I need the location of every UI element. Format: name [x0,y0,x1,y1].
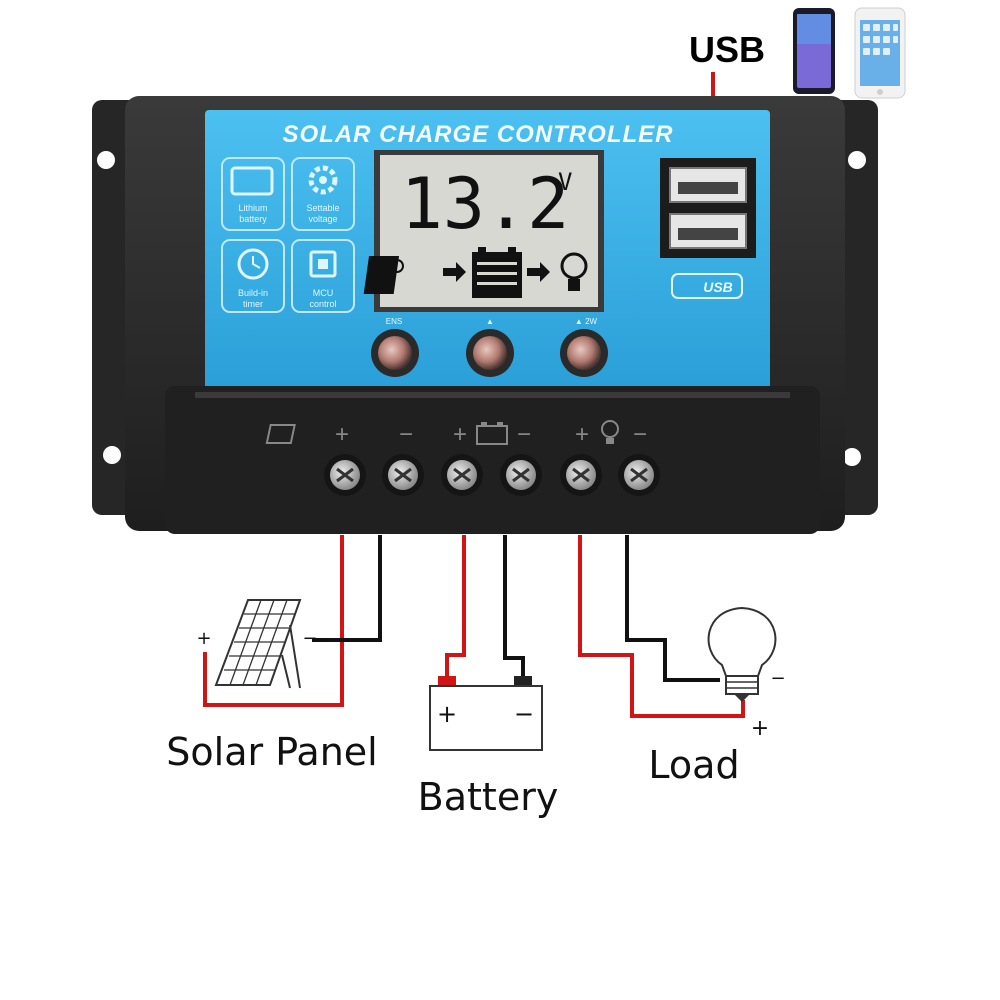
svg-text:−: − [399,421,413,448]
solar-negative-wire [312,535,382,642]
svg-text:+: + [335,421,349,448]
load-negative-screw [618,454,660,496]
load-label: Load [648,743,739,787]
lcd-voltage-unit: V [558,168,572,196]
terminal-block [165,386,820,534]
wires [203,535,745,718]
usb-badge: USB [671,273,743,299]
battery-minus-sign: − [514,700,534,728]
battery-terminal-icon [476,422,508,445]
mount-hole [97,151,115,169]
battery-negative-screw [500,454,542,496]
gear-icon [308,165,338,195]
terminal-labels: + − + − + − [265,420,647,448]
battery-plus-sign: + [437,700,457,728]
solar-plus-sign: + [196,628,211,649]
load-minus-sign: − [770,668,785,689]
load-plus-sign: + [751,716,769,741]
mount-hole [103,446,121,464]
chip-icon [309,250,337,278]
svg-text:timer: timer [243,299,263,309]
svg-text:USB: USB [703,279,733,295]
feature-badges: Lithium battery Settable voltage Build-i… [221,157,355,313]
mount-hole [843,448,861,466]
solar-negative-screw [382,454,424,496]
svg-text:battery: battery [239,214,267,224]
usb-label: USB [689,29,765,70]
load-positive-screw [560,454,602,496]
menu-button[interactable] [371,329,419,377]
battery-label: Battery [418,775,559,819]
clock-icon [237,248,269,280]
battery-icon [429,676,543,751]
mount-hole [848,151,866,169]
mcu-control-badge: MCU control [291,239,355,313]
svg-text:voltage: voltage [308,214,337,224]
battery-positive-screw [441,454,483,496]
button-label: ▲ [486,317,494,326]
built-in-timer-badge: Build-in timer [221,239,285,313]
battery-negative-wire [503,535,525,678]
lcd-voltage-value: 13.2 [401,163,570,245]
svg-text:+: + [575,421,589,448]
button-label: ENS [386,317,402,326]
svg-text:Settable: Settable [306,203,339,213]
svg-text:−: − [633,421,647,448]
svg-text:control: control [309,299,336,309]
load-positive-wire [578,535,745,718]
lcd-battery-icon [472,247,522,298]
light-bulb-icon [707,606,777,702]
lcd-arrow-icon [527,262,550,282]
lcd-display: 13.2 V [363,150,604,312]
settable-voltage-badge: Settable voltage [291,157,355,231]
solar-positive-wire [203,535,344,707]
iphone-icon [854,7,906,99]
button-label: ▲ 2W [575,317,598,326]
panel-title: SOLAR CHARGE CONTROLLER [283,121,674,148]
solar-panel-label: Solar Panel [166,730,377,774]
up-button[interactable] [466,329,514,377]
load-negative-wire [625,535,720,682]
down-button[interactable] [560,329,608,377]
usb-ports[interactable] [660,158,756,258]
svg-text:+: + [453,421,467,448]
solar-minus-sign: − [302,628,317,649]
lcd-solar-icon [363,256,404,294]
solar-terminal-icon [265,424,296,444]
lcd-arrow-icon [443,262,466,282]
load-terminal-icon [601,420,619,444]
terminal-screws[interactable] [324,454,660,496]
android-phone-icon [793,8,835,94]
lcd-bulb-icon [560,252,588,291]
battery-icon [230,166,274,196]
svg-text:Build-in: Build-in [238,288,268,298]
solar-panel-icon [214,599,302,689]
battery-positive-wire [445,535,466,678]
svg-text:Lithium: Lithium [238,203,267,213]
charge-controller: SOLAR CHARGE CONTROLLER Lithium battery … [92,96,878,534]
lithium-battery-badge: Lithium battery [221,157,285,231]
svg-text:−: − [517,421,531,448]
solar-positive-screw [324,454,366,496]
svg-text:MCU: MCU [313,288,334,298]
